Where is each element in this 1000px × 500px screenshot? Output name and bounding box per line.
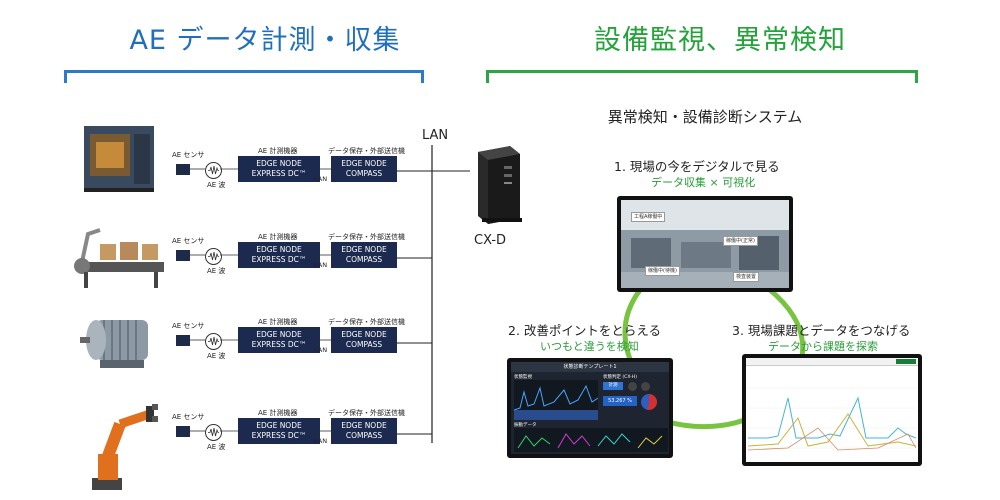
edge-node-express-line1: EDGE NODE — [256, 245, 302, 254]
edge-node-compass-line2: COMPASS — [345, 431, 383, 440]
ae-wave-label: AE 波 — [207, 352, 226, 360]
link-lan-label: LAN — [314, 437, 328, 445]
industrial-furnace-image — [80, 120, 162, 196]
edge-node-compass-line2: COMPASS — [345, 169, 383, 178]
edge-node-express-box: EDGE NODE EXPRESS DC™ — [238, 327, 320, 353]
edge-node-express-box: EDGE NODE EXPRESS DC™ — [238, 156, 320, 182]
step2-title: 2. 改善ポイントをとらえる — [508, 323, 662, 338]
step2-subtitle: いつもと違うを検知 — [540, 340, 639, 353]
conveyor-robot-image — [70, 222, 170, 298]
panel-left-label: 状態監視 — [514, 375, 532, 380]
edge-node-express-line1: EDGE NODE — [256, 421, 302, 430]
ae-wave-label: AE 波 — [207, 443, 226, 451]
measure-button[interactable]: 計測 — [603, 382, 623, 390]
monitor-diagnosis-dashboard: 状態診断テンプレート1 状態監視 状態判定 (CX-H) 計測 53.267 %… — [507, 358, 673, 458]
edge-node-compass-line2: COMPASS — [345, 255, 383, 264]
ae-meter-caption: AE 計測機器 — [258, 409, 298, 417]
server-label: CX-D — [474, 233, 507, 248]
monitor-factory-view: 工程A稼働中 稼働中(正常) 稼働中(待機) 検査装置 — [617, 196, 793, 292]
left-section-bracket — [64, 70, 424, 83]
bottom-panel-label: 振動データ — [514, 423, 537, 428]
ae-wave-icon — [205, 424, 222, 441]
ae-meter-caption: AE 計測機器 — [258, 147, 298, 155]
row-connector-lines — [190, 168, 331, 170]
edge-node-compass-box: EDGE NODE COMPASS — [331, 418, 397, 444]
compass-caption: データ保存・外部送信機 — [328, 409, 405, 417]
edge-node-compass-line1: EDGE NODE — [341, 421, 387, 430]
electric-motor-image — [78, 306, 160, 382]
compass-caption: データ保存・外部送信機 — [328, 233, 405, 241]
link-lan-label: LAN — [314, 346, 328, 354]
edge-node-compass-line1: EDGE NODE — [341, 159, 387, 168]
edge-node-express-line1: EDGE NODE — [256, 159, 302, 168]
lan-label: LAN — [422, 128, 449, 143]
status-tag: 稼働中(待機) — [645, 266, 680, 276]
ae-sensor-label: AE センサ — [172, 322, 205, 330]
monitor-data-explorer — [742, 354, 922, 466]
status-tag: 工程A稼働中 — [631, 212, 666, 222]
edge-node-express-line1: EDGE NODE — [256, 330, 302, 339]
ae-wave-label: AE 波 — [207, 267, 226, 275]
dashboard-title: 状態診断テンプレート1 — [511, 362, 669, 372]
edge-node-compass-box: EDGE NODE COMPASS — [331, 156, 397, 182]
step1-subtitle: データ収集 × 可視化 — [651, 176, 756, 189]
ae-sensor-label: AE センサ — [172, 151, 205, 159]
left-section-title: AE データ計測・収集 — [129, 25, 401, 56]
ae-meter-caption: AE 計測機器 — [258, 233, 298, 241]
row-connector-lines — [190, 430, 331, 432]
ae-wave-icon — [205, 333, 222, 350]
link-lan-label: LAN — [314, 175, 328, 183]
edge-node-compass-line1: EDGE NODE — [341, 245, 387, 254]
ae-sensor-icon — [176, 426, 190, 437]
ae-sensor-icon — [176, 250, 190, 261]
ae-sensor-label: AE センサ — [172, 413, 205, 421]
edge-node-express-line2: EXPRESS DC™ — [251, 340, 307, 349]
compass-caption: データ保存・外部送信機 — [328, 318, 405, 326]
edge-node-compass-line2: COMPASS — [345, 340, 383, 349]
step3-subtitle: データから課題を探索 — [768, 340, 878, 353]
brand-logo — [896, 359, 916, 364]
panel-right-label: 状態判定 (CX-H) — [603, 375, 637, 380]
indicator-light-icon — [641, 382, 650, 391]
right-section-bracket — [486, 70, 918, 83]
edge-node-compass-box: EDGE NODE COMPASS — [331, 327, 397, 353]
edge-node-express-line2: EXPRESS DC™ — [251, 431, 307, 440]
link-lan-label: LAN — [314, 261, 328, 269]
row-connector-lines — [190, 339, 331, 341]
gauge-pie-icon — [641, 394, 657, 410]
server-icon — [470, 142, 526, 226]
edge-node-express-box: EDGE NODE EXPRESS DC™ — [238, 242, 320, 268]
explorer-toolbar — [746, 358, 918, 366]
edge-node-express-line2: EXPRESS DC™ — [251, 255, 307, 264]
ae-sensor-icon — [176, 164, 190, 175]
edge-node-compass-box: EDGE NODE COMPASS — [331, 242, 397, 268]
ae-wave-icon — [205, 162, 222, 179]
ae-sensor-label: AE センサ — [172, 237, 205, 245]
edge-node-express-box: EDGE NODE EXPRESS DC™ — [238, 418, 320, 444]
ae-wave-label: AE 波 — [207, 181, 226, 189]
row-connector-lines — [190, 254, 331, 256]
ae-meter-caption: AE 計測機器 — [258, 318, 298, 326]
ae-sensor-icon — [176, 335, 190, 346]
edge-node-express-line2: EXPRESS DC™ — [251, 169, 307, 178]
indicator-light-icon — [628, 382, 637, 391]
step3-title: 3. 現場課題とデータをつなげる — [732, 323, 911, 338]
readout-value: 53.267 % — [603, 396, 637, 406]
industrial-robot-arm-image — [80, 398, 164, 494]
status-tag: 検査装置 — [733, 272, 760, 282]
status-tag: 稼働中(正常) — [723, 236, 758, 246]
system-title: 異常検知・設備診断システム — [607, 108, 803, 126]
compass-caption: データ保存・外部送信機 — [328, 147, 405, 155]
ae-wave-icon — [205, 248, 222, 265]
step1-title: 1. 現場の今をデジタルで見る — [614, 159, 780, 174]
right-section-title: 設備監視、異常検知 — [594, 25, 846, 56]
edge-node-compass-line1: EDGE NODE — [341, 330, 387, 339]
